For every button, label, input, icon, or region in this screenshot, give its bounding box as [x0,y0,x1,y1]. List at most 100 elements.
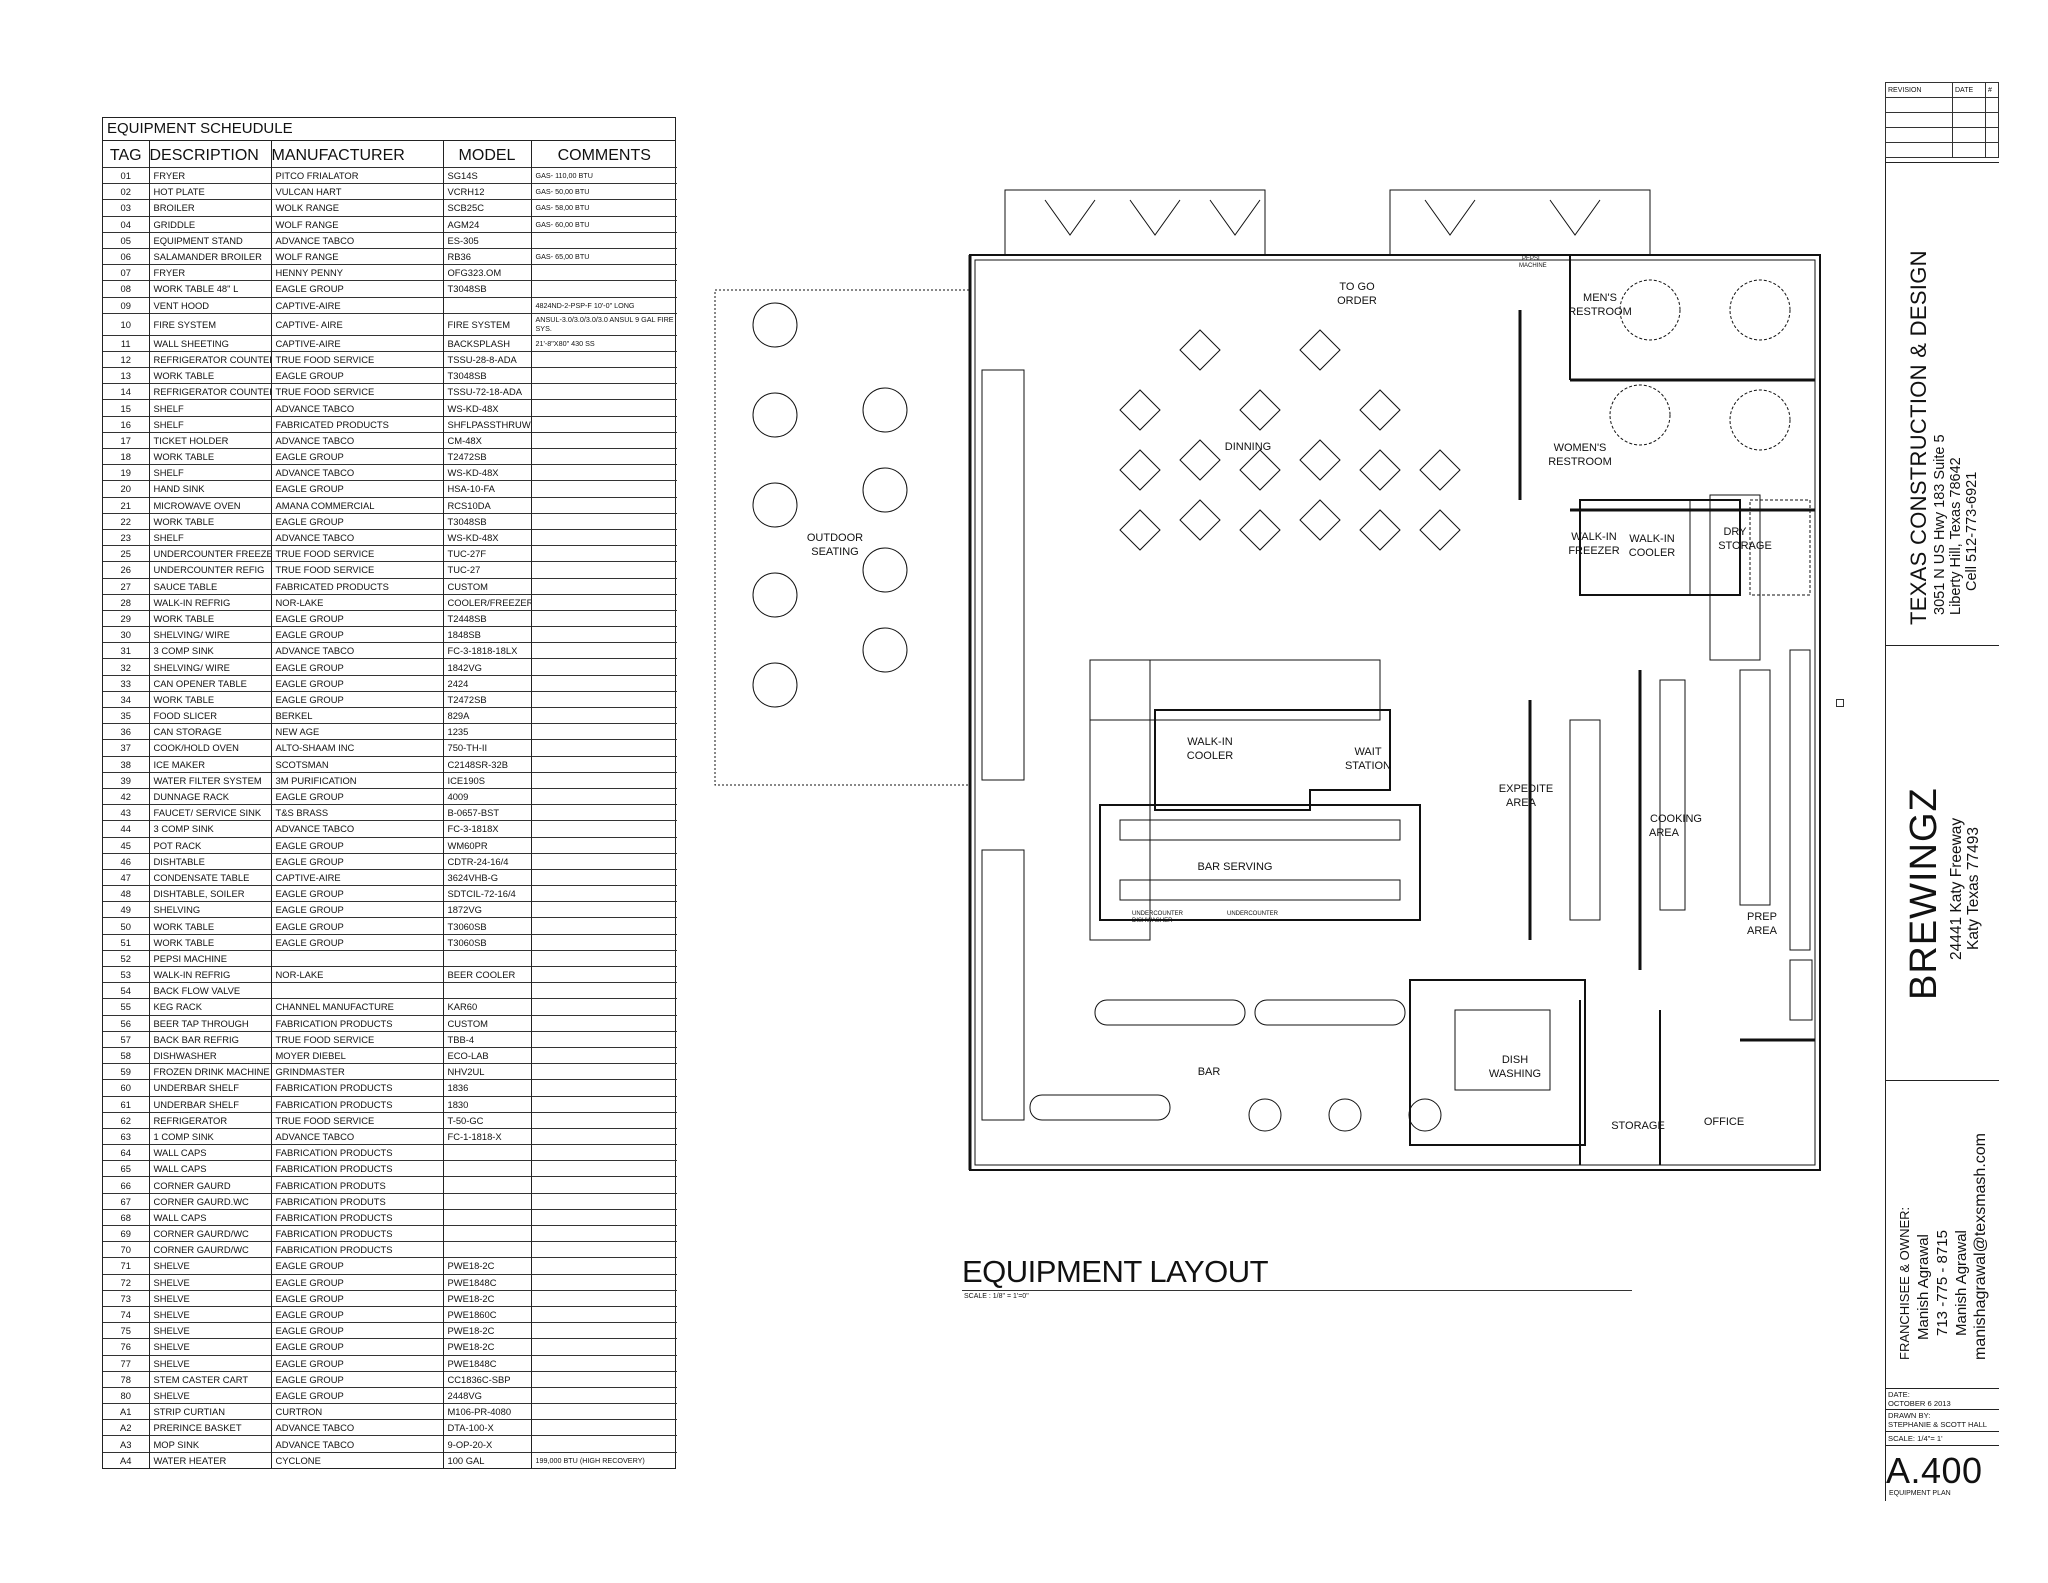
schedule-description: SHELVE [149,1305,272,1323]
schedule-tag: 25 [103,545,150,562]
company-address-line2: Liberty Hill, Texas 78642 [1948,457,1964,615]
schedule-model [443,296,532,314]
schedule-comments: ANSUL-3.0/3.0/3.0/3.0 ANSUL 9 GAL FIRE S… [531,312,677,336]
schedule-tag: 10 [103,312,150,336]
label-walkin-freezer-2: FREEZER [1568,545,1619,557]
schedule-comments [531,480,677,498]
schedule-description: WORK TABLE [149,367,272,384]
schedule-model: CDTR-24-16/4 [443,852,532,870]
schedule-tag: 23 [103,528,150,546]
schedule-manufacturer: WOLF RANGE [271,247,444,265]
schedule-tag: 60 [103,1079,150,1096]
schedule-title: EQUIPMENT SCHEUDULE [103,118,675,141]
label-bar-serving: BAR SERVING [1198,861,1273,873]
schedule-comments [531,901,677,918]
schedule-manufacturer: 3M PURIFICATION [271,771,444,789]
schedule-description: DISHTABLE [149,852,272,870]
label-walkin-freezer-1: WALK-IN [1571,531,1616,543]
project-address-line2: Katy Texas 77493 [1965,827,1982,950]
schedule-tag: 53 [103,965,150,983]
schedule-comments [531,658,677,676]
schedule-model: 1830 [443,1095,532,1113]
schedule-tag: 33 [103,674,150,692]
schedule-tag: 20 [103,480,150,498]
schedule-comments: GAS- 58,00 BTU [531,199,677,217]
outdoor-tables [752,302,908,708]
schedule-comments [531,1176,677,1194]
schedule-tag: 43 [103,804,150,821]
schedule-tag: 69 [103,1224,150,1242]
schedule-manufacturer: EAGLE GROUP [271,626,444,643]
schedule-description: PRERINCE BASKET [149,1419,272,1436]
schedule-tag: 45 [103,836,150,854]
cooking-line [1659,679,1686,911]
booth-strip [981,369,1025,781]
schedule-comments [531,1079,677,1096]
schedule-description: WORK TABLE 48" L [149,280,272,297]
schedule-description: FRYER [149,166,272,184]
company-address-line1: 3051 N US Hwy 183 Suite 5 [1932,434,1948,615]
schedule-comments [531,885,677,902]
label-wait-station-2: STATION [1345,760,1391,772]
label-walkin-cooler-1: WALK-IN [1629,533,1674,545]
schedule-description: WALK-IN REFRIG [149,965,272,983]
owner-label: FRANCHISEE & OWNER: [1897,1206,1912,1360]
schedule-manufacturer: ADVANCE TABCO [271,1435,444,1453]
schedule-description: SHELF [149,399,272,417]
label-cooking-2: AREA [1649,827,1680,839]
schedule-manufacturer: SCOTSMAN [271,755,444,773]
schedule-comments [531,350,677,368]
title-block-rule [1885,645,1999,646]
schedule-model [443,949,532,967]
schedule-manufacturer: CURTRON [271,1403,444,1420]
schedule-model: RB36 [443,247,532,265]
schedule-model: PWE1848C [443,1273,532,1291]
schedule-model: 750-TH-II [443,739,532,757]
schedule-manufacturer: WOLF RANGE [271,215,444,233]
schedule-tag: 21 [103,496,150,514]
schedule-comments [531,512,677,530]
label-womens-2: RESTROOM [1548,456,1612,468]
schedule-manufacturer: NOR-LAKE [271,965,444,983]
schedule-model: SDTCIL-72-16/4 [443,885,532,902]
schedule-comments [531,593,677,611]
schedule-manufacturer: FABRICATION PRODUCTS [271,1160,444,1177]
schedule-tag: 80 [103,1386,150,1404]
schedule-model: T2448SB [443,609,532,627]
schedule-description: SHELVE [149,1322,272,1339]
schedule-description: VENT HOOD [149,296,272,314]
schedule-description: SHELVING/ WIRE [149,626,272,643]
schedule-manufacturer: EAGLE GROUP [271,1289,444,1307]
schedule-description: WORK TABLE [149,609,272,627]
schedule-manufacturer: EAGLE GROUP [271,658,444,676]
schedule-comments [531,868,677,886]
header-description: DESCRIPTION [149,141,272,168]
schedule-manufacturer: FABRICATION PRODUTS [271,1176,444,1194]
schedule-comments [531,674,677,692]
schedule-tag: 35 [103,706,150,724]
schedule-model: TUC-27 [443,561,532,578]
schedule-model: 9-OP-20-X [443,1435,532,1453]
title-block-rule [1885,162,1999,163]
schedule-comments [531,1095,677,1113]
schedule-tag: 64 [103,1144,150,1161]
label-expedite-2: AREA [1506,797,1537,809]
schedule-description: CONDENSATE TABLE [149,868,272,886]
schedule-manufacturer: ADVANCE TABCO [271,820,444,837]
revision-table: REVISION DATE # [1885,82,1999,158]
schedule-manufacturer: ADVANCE TABCO [271,464,444,481]
